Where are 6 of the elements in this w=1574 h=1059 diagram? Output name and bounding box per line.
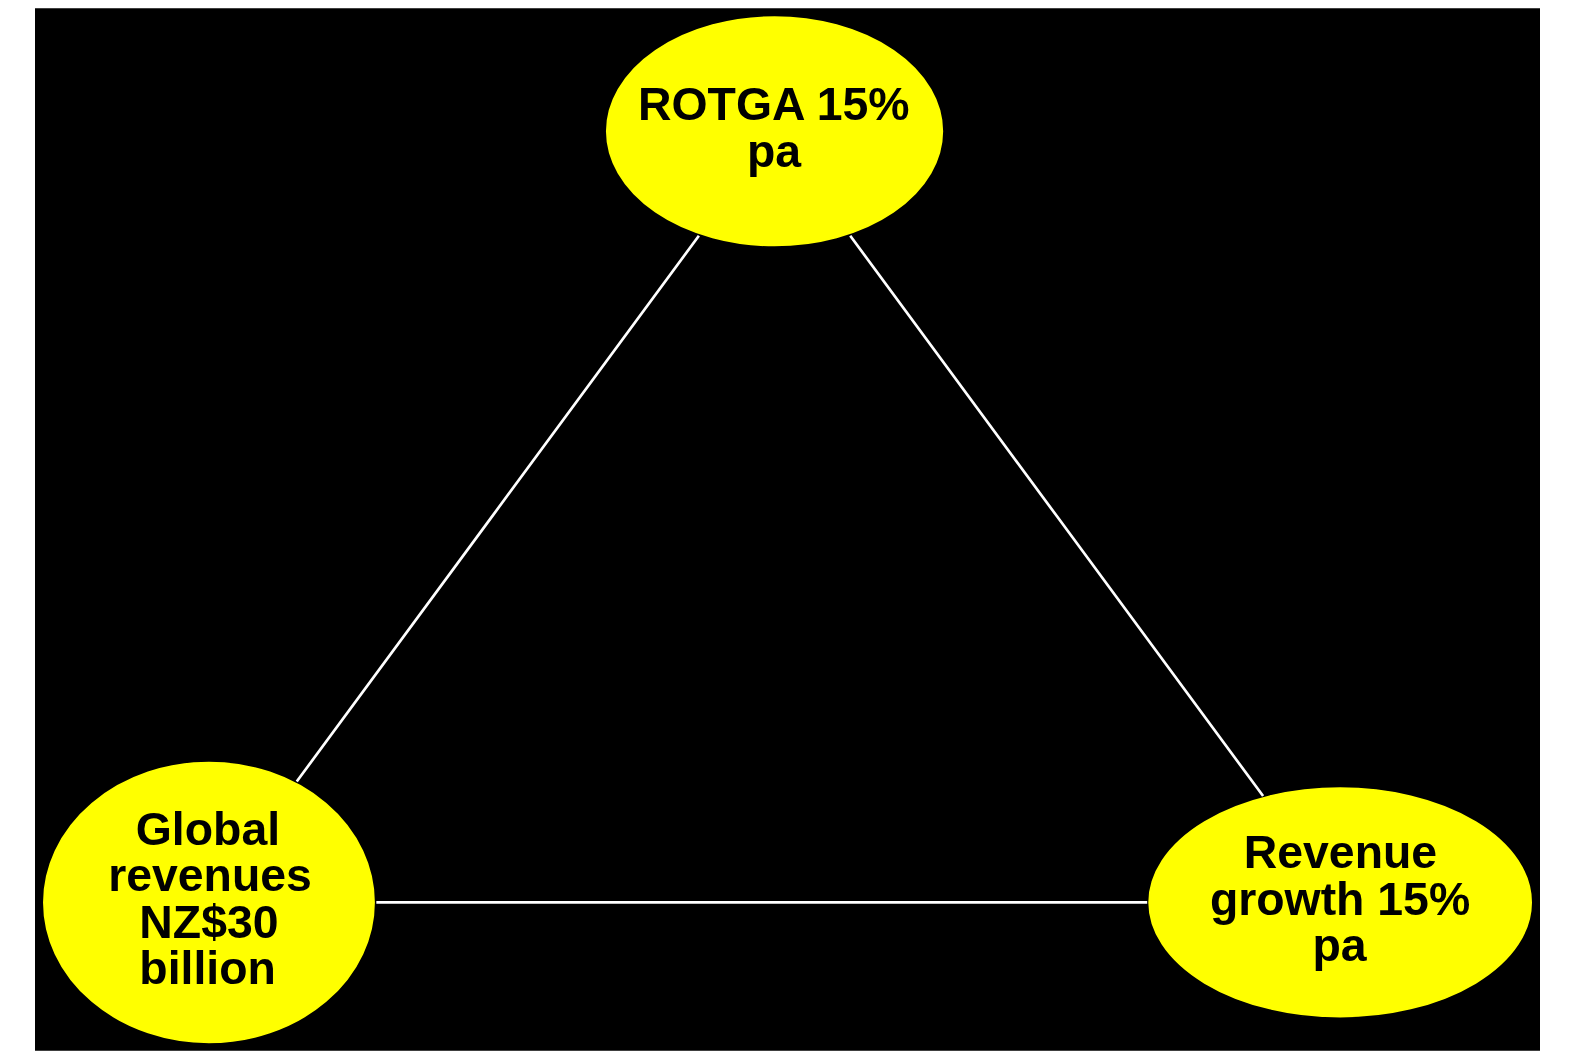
connector <box>295 234 700 783</box>
connector <box>848 234 1264 797</box>
node-ellipse: Global revenues NZ$30 billion <box>40 759 377 1045</box>
connector <box>375 901 1147 904</box>
node-ellipse: Revenue growth 15% pa <box>1146 785 1534 1020</box>
node-ellipse: ROTGA 15% pa <box>603 14 945 249</box>
